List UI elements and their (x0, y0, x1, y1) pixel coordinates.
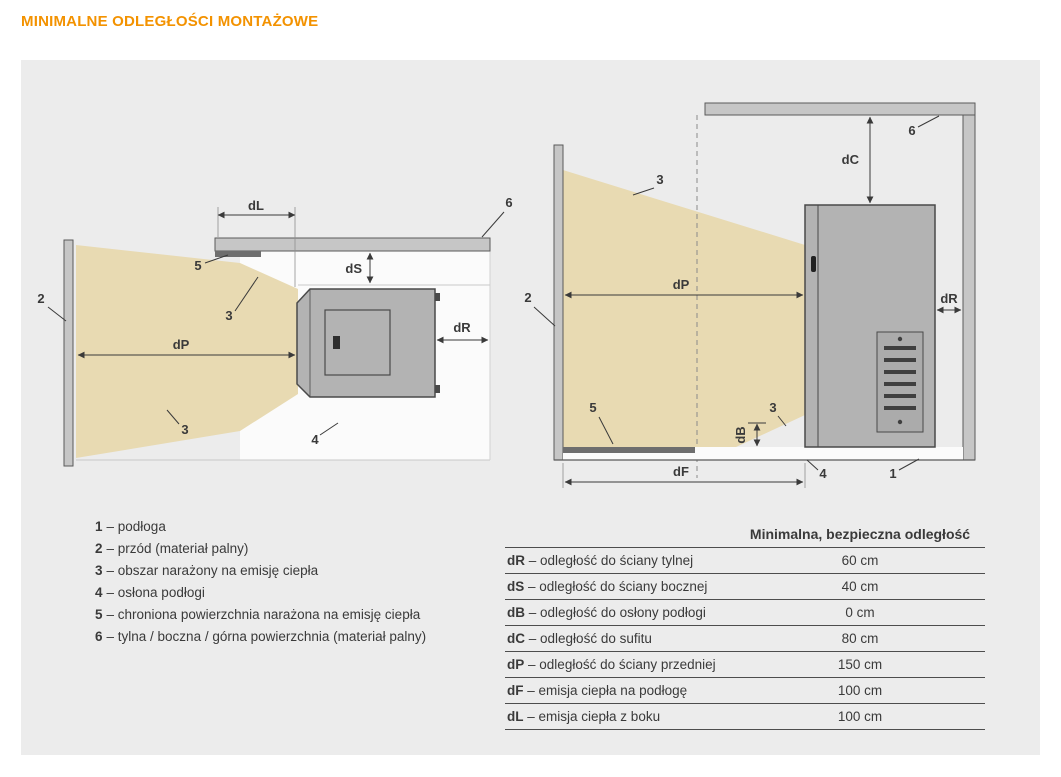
legend-number: 1 (95, 519, 103, 534)
boiler-door-handle (333, 336, 340, 349)
dim-dP-label-top: dP (173, 337, 190, 352)
distance-value: 40 cm (735, 573, 985, 600)
legend: 1– podłoga 2– przód (materiał palny) 3– … (95, 516, 426, 648)
legend-item-emission-zone: 3– obszar narażony na emisję ciepła (95, 560, 426, 582)
callout-floor-shield-side: 4 (819, 466, 827, 481)
legend-text: – osłona podłogi (106, 585, 205, 600)
legend-number: 5 (95, 607, 103, 622)
callout-emission-zone-b: 3 (181, 422, 188, 437)
side-view-diagram: dC dP dR dB dF 2 3 (524, 102, 976, 488)
legend-number: 3 (95, 563, 103, 578)
heat-emission-zone-side (563, 170, 805, 447)
distance-value: 60 cm (735, 547, 985, 574)
dim-dC-label: dC (842, 152, 860, 167)
rear-wall (962, 114, 976, 461)
distance-desc: dS – odległość do ściany bocznej (505, 573, 735, 600)
dim-dF-label: dF (673, 464, 689, 479)
side-wall-top-view (214, 237, 491, 252)
distance-table: Minimalna, bezpieczna odległość dR – odl… (505, 521, 985, 730)
table-row-dR: dR – odległość do ściany tylnej 60 cm (505, 547, 985, 574)
table-row-dC: dC – odległość do sufitu 80 cm (505, 625, 985, 652)
diagram-panel: dL dS dP dR 2 5 3 3 (21, 60, 1040, 755)
top-view-diagram: dL dS dP dR 2 5 3 3 (37, 195, 513, 467)
boiler-handle-side (811, 256, 816, 272)
distance-value: 150 cm (735, 651, 985, 678)
distance-text: – odległość do sufitu (528, 631, 652, 646)
callout-rear-surface-side: 6 (908, 123, 915, 138)
front-wall-side-view (553, 144, 564, 461)
legend-text: – tylna / boczna / górna powierzchnia (m… (106, 629, 427, 644)
boiler-side-view (804, 204, 936, 448)
installation-diagrams: dL dS dP dR 2 5 3 3 (37, 102, 976, 488)
legend-text: – przód (materiał palny) (106, 541, 249, 556)
page-title: MINIMALNE ODLEGŁOŚCI MONTAŻOWE (21, 13, 319, 30)
protected-floor-strip (563, 447, 695, 453)
distance-text: – odległość do osłony podłogi (528, 605, 706, 620)
legend-item-protected-surface: 5– chroniona powierzchnia narażona na em… (95, 604, 426, 626)
distance-code: dF (507, 683, 524, 698)
table-header-empty-cell (505, 521, 735, 548)
distance-desc: dP – odległość do ściany przedniej (505, 651, 735, 678)
table-header-row: Minimalna, bezpieczna odległość (505, 521, 985, 548)
distance-text: – emisja ciepła z boku (527, 709, 661, 724)
callout-front-wall-side: 2 (524, 290, 531, 305)
callout-emission-zone-a: 3 (225, 308, 232, 323)
callout-protected-floor: 5 (589, 400, 596, 415)
callout-emission-zone-side-a: 3 (656, 172, 663, 187)
dim-dR-label-side: dR (940, 291, 958, 306)
legend-item-front: 2– przód (materiał palny) (95, 538, 426, 560)
table-row-dP: dP – odległość do ściany przedniej 150 c… (505, 651, 985, 678)
dim-dS-label: dS (345, 261, 362, 276)
table-row-dF: dF – emisja ciepła na podłogę 100 cm (505, 677, 985, 704)
distance-desc: dC – odległość do sufitu (505, 625, 735, 652)
table-row-dS: dS – odległość do ściany bocznej 40 cm (505, 573, 985, 600)
distance-text: – odległość do ściany tylnej (528, 553, 694, 568)
distance-value: 0 cm (735, 599, 985, 626)
distance-code: dR (507, 553, 525, 568)
dim-dL-label: dL (248, 198, 264, 213)
distance-text: – emisja ciepła na podłogę (527, 683, 688, 698)
distance-code: dP (507, 657, 525, 672)
boiler-door (324, 309, 391, 376)
table-row-dL: dL – emisja ciepła z boku 100 cm (505, 703, 985, 730)
callout-floor: 1 (889, 466, 896, 481)
distance-text: – odległość do ściany bocznej (528, 579, 708, 594)
distance-code: dC (507, 631, 525, 646)
ceiling (704, 102, 976, 116)
distance-value: 80 cm (735, 625, 985, 652)
callout-rear-surface-top: 6 (505, 195, 512, 210)
dim-dB-label: dB (733, 426, 748, 443)
callout-floor-shield-top: 4 (311, 432, 319, 447)
legend-text: – podłoga (106, 519, 166, 534)
distance-code: dL (507, 709, 524, 724)
table-row-dB: dB – odległość do osłony podłogi 0 cm (505, 599, 985, 626)
distance-desc: dF – emisja ciepła na podłogę (505, 677, 735, 704)
callout-protected-surface: 5 (194, 258, 201, 273)
legend-number: 2 (95, 541, 103, 556)
distance-value: 100 cm (735, 703, 985, 730)
distance-code: dS (507, 579, 525, 594)
boiler-grille (876, 331, 924, 433)
distance-value: 100 cm (735, 677, 985, 704)
boiler-top-view (296, 288, 440, 398)
front-wall-top-view (63, 239, 74, 467)
protected-surface-strip (215, 251, 261, 257)
distance-text: – odległość do ściany przedniej (528, 657, 716, 672)
distance-desc: dL – emisja ciepła z boku (505, 703, 735, 730)
table-header-label: Minimalna, bezpieczna odległość (735, 521, 985, 548)
legend-item-rear-surface: 6– tylna / boczna / górna powierzchnia (… (95, 626, 426, 648)
callout-front-wall: 2 (37, 291, 44, 306)
distance-desc: dR – odległość do ściany tylnej (505, 547, 735, 574)
legend-number: 6 (95, 629, 103, 644)
legend-item-floor: 1– podłoga (95, 516, 426, 538)
legend-text: – chroniona powierzchnia narażona na emi… (106, 607, 421, 622)
legend-number: 4 (95, 585, 103, 600)
distance-code: dB (507, 605, 525, 620)
legend-item-floor-shield: 4– osłona podłogi (95, 582, 426, 604)
dim-dP-label-side: dP (673, 277, 690, 292)
distance-desc: dB – odległość do osłony podłogi (505, 599, 735, 626)
dim-dR-label-top: dR (453, 320, 471, 335)
callout-emission-zone-side-b: 3 (769, 400, 776, 415)
legend-text: – obszar narażony na emisję ciepła (106, 563, 319, 578)
